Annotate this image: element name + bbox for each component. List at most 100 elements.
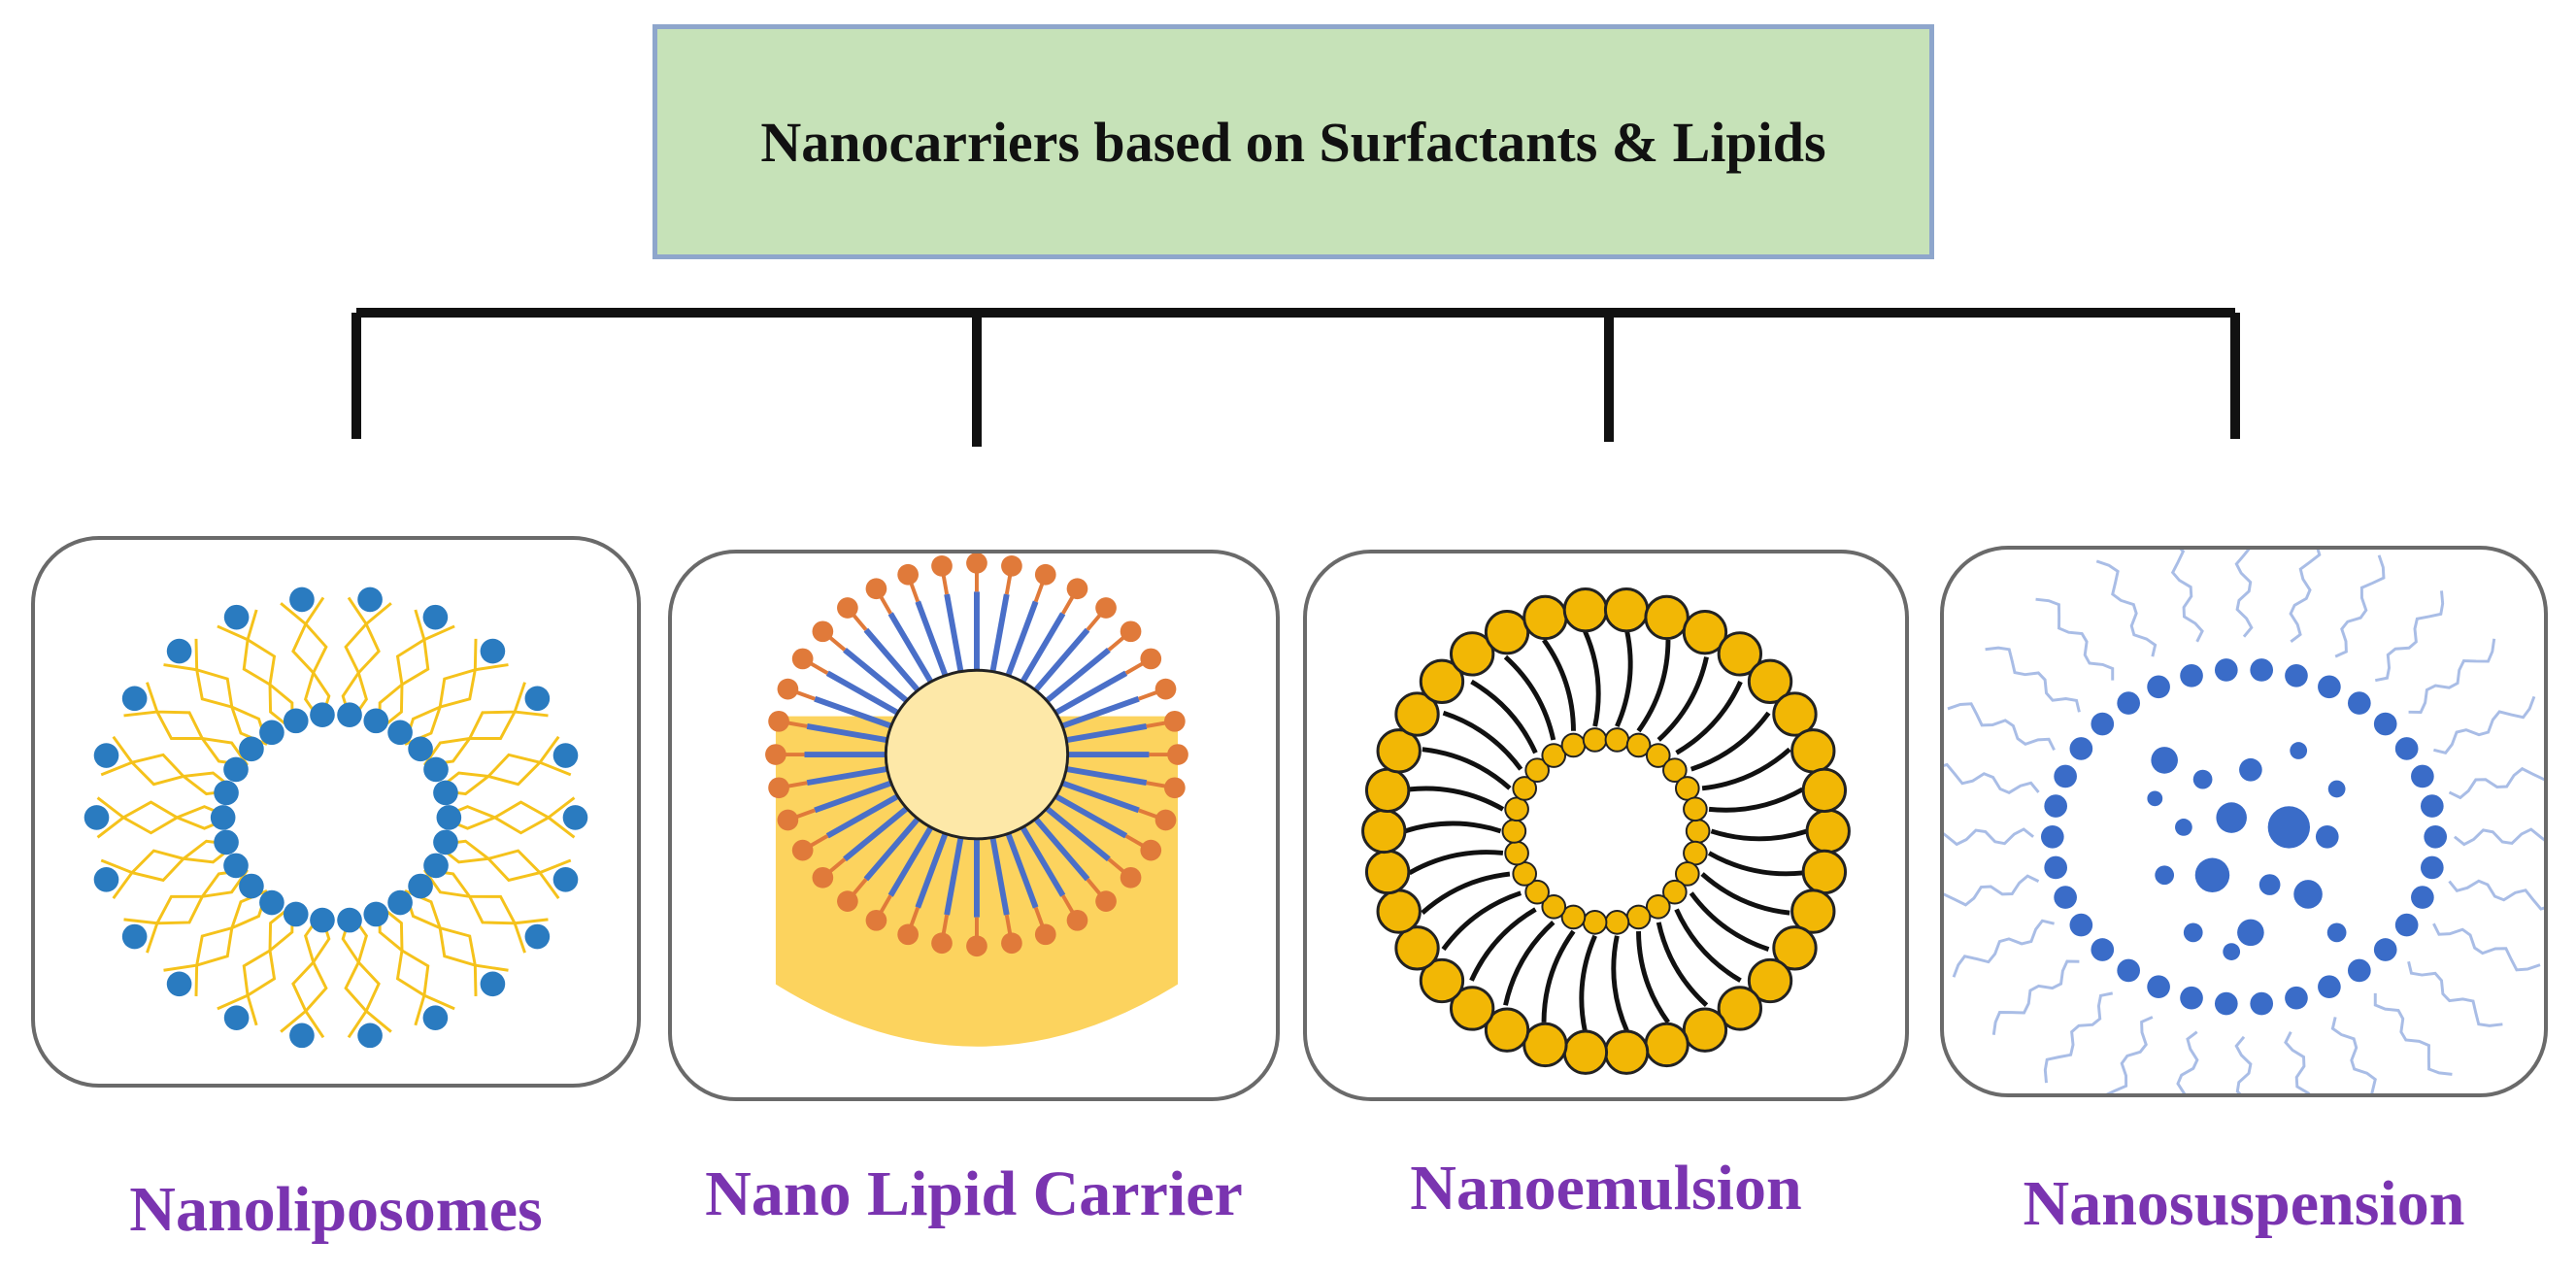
stabilizer-strand-icon xyxy=(2176,1030,2199,1093)
surfactant-head-icon xyxy=(1582,910,1608,935)
stabilizer-strand-icon xyxy=(2170,550,2204,643)
surfactant-tail-icon xyxy=(1421,871,1511,915)
surfactant-tail-icon xyxy=(1674,908,1742,983)
diagram-title: Nanocarriers based on Surfactants & Lipi… xyxy=(760,110,1826,174)
lipid-tail-icon xyxy=(403,638,478,745)
surfactant-head-icon xyxy=(1625,904,1652,930)
lipid-tail-icon xyxy=(440,816,576,839)
surfactant-head-icon xyxy=(1604,727,1630,753)
particle-icon xyxy=(2175,819,2192,836)
particle-icon xyxy=(2373,938,2397,961)
particle-icon xyxy=(2420,794,2444,818)
nlc-head-icon xyxy=(1167,744,1188,765)
lipid-tail-icon xyxy=(379,904,455,1011)
lipid-tail-icon xyxy=(404,888,509,972)
surfactant-head-icon xyxy=(1522,594,1568,641)
surfactant-tail-icon xyxy=(1707,851,1803,877)
surfactant-tail-icon xyxy=(1470,679,1538,754)
nlc-head-icon xyxy=(1154,809,1177,831)
nlc-tail-icon xyxy=(915,828,950,909)
lipid-tail-icon xyxy=(424,868,549,925)
nlc-tail-icon xyxy=(915,600,950,681)
nlc-head-icon xyxy=(1164,777,1186,799)
nlc-head-icon xyxy=(1001,555,1022,577)
surfactant-tail-icon xyxy=(1408,850,1504,876)
surfactant-head-icon xyxy=(1524,757,1550,783)
lipid-tail-icon xyxy=(424,710,549,767)
lipid-tail-icon xyxy=(163,663,268,746)
lipid-head-icon xyxy=(524,923,551,950)
nlc-tail-icon xyxy=(1052,791,1128,839)
stabilizer-strand-icon xyxy=(1985,646,2081,713)
stabilizer-strand-icon xyxy=(2289,550,2322,644)
lipid-tail-icon xyxy=(341,913,369,1039)
particle-icon xyxy=(2373,712,2397,736)
nlc-tail-icon xyxy=(944,593,965,677)
lipid-tail-icon xyxy=(217,624,293,731)
lipid-tail-icon xyxy=(378,905,426,1026)
surfactant-head-icon xyxy=(1560,732,1587,758)
lipid-tail-icon xyxy=(378,609,426,730)
lipid-tail-icon xyxy=(246,905,294,1026)
particle-icon xyxy=(2258,874,2281,895)
lipid-head-icon xyxy=(357,1023,383,1049)
lipid-tail-icon xyxy=(341,596,369,722)
particle-icon xyxy=(2290,742,2308,759)
stabilizer-strand-icon xyxy=(2448,879,2544,911)
surfactant-head-icon xyxy=(1364,849,1411,895)
surfactant-tail-icon xyxy=(1469,907,1537,982)
lipid-tail-icon xyxy=(436,843,560,899)
stabilizer-strand-icon xyxy=(2234,550,2254,638)
nlc-head-icon xyxy=(931,932,953,955)
surfactant-head-icon xyxy=(1504,796,1529,822)
lipid-tail-icon xyxy=(112,735,236,791)
particle-icon xyxy=(2394,913,2419,937)
stabilizer-strand-icon xyxy=(2374,590,2445,683)
surfactant-head-icon xyxy=(1645,893,1671,920)
nlc-tail-icon xyxy=(1042,648,1111,706)
lipid-tail-icon xyxy=(436,839,572,875)
surfactant-head-icon xyxy=(1790,728,1836,774)
particle-icon xyxy=(2214,658,2238,682)
nlc-head-icon xyxy=(1066,578,1088,600)
surfactant-head-icon xyxy=(1674,861,1700,887)
particle-icon xyxy=(2180,986,2203,1010)
nlc-tail-icon xyxy=(1062,765,1148,787)
particle-icon xyxy=(2214,991,2238,1016)
stabilizer-strand-icon xyxy=(2408,638,2496,715)
lipid-head-icon xyxy=(423,853,449,879)
particle-icon xyxy=(2091,712,2115,736)
surfactant-head-icon xyxy=(1603,587,1650,633)
nlc-head-icon xyxy=(1095,890,1117,912)
lipid-tail-icon xyxy=(194,889,269,996)
surfactant-head-icon xyxy=(1644,1022,1689,1068)
surfactant-head-icon xyxy=(1562,587,1609,633)
surfactant-head-icon xyxy=(1625,732,1652,758)
surfactant-head-icon xyxy=(1772,925,1818,971)
lipid-tail-icon xyxy=(403,889,478,996)
stabilizer-strand-icon xyxy=(2043,991,2114,1084)
lipid-head-icon xyxy=(436,805,462,830)
particle-icon xyxy=(2151,747,2178,774)
stabilizer-strand-icon xyxy=(2035,597,2115,681)
nlc-head-icon xyxy=(1034,923,1056,946)
surfactant-head-icon xyxy=(1419,658,1465,704)
nlc-head-icon xyxy=(812,620,834,643)
nlc-tail-icon xyxy=(1018,612,1066,687)
particle-icon xyxy=(2044,794,2068,818)
lipid-head-icon xyxy=(223,756,249,783)
lipid-head-icon xyxy=(408,873,433,899)
surfactant-head-icon xyxy=(1582,727,1608,753)
surfactant-head-icon xyxy=(1361,808,1407,855)
particle-icon xyxy=(2347,958,2371,983)
surfactant-head-icon xyxy=(1683,796,1708,822)
surfactant-head-icon xyxy=(1662,757,1688,783)
lipid-head-icon xyxy=(357,587,383,613)
surfactant-tail-icon xyxy=(1615,630,1633,728)
particle-icon xyxy=(2155,865,2175,886)
stabilizer-strand-icon xyxy=(2432,922,2541,972)
lipid-head-icon xyxy=(121,923,148,950)
lipid-head-icon xyxy=(480,638,506,664)
surfactant-head-icon xyxy=(1562,1029,1609,1075)
surfactant-head-icon xyxy=(1524,879,1550,905)
